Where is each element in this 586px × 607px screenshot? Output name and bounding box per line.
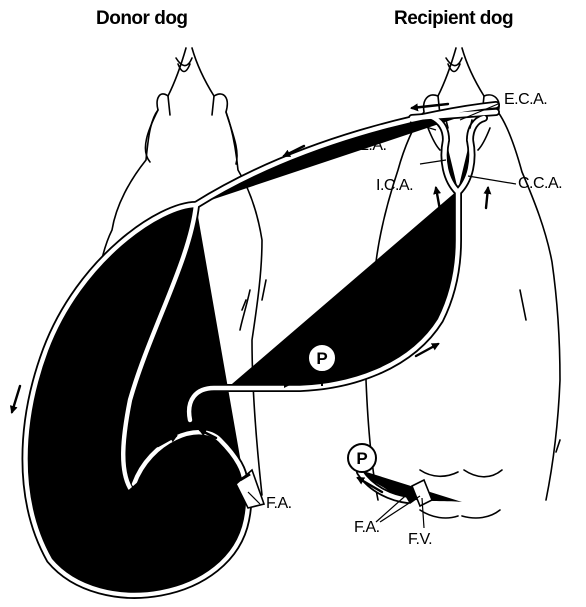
pump-upper-label: P — [316, 349, 327, 368]
label-fa-recipient: F.A. — [354, 520, 380, 536]
flow-arrow-left-outer — [12, 386, 20, 412]
pump-lower: P — [348, 444, 376, 472]
flow-arrow-eca — [412, 104, 448, 108]
label-cca: C.C.A. — [518, 176, 562, 192]
label-la: L.A. — [360, 138, 386, 154]
label-eca: E.C.A. — [504, 92, 547, 108]
recipient-dog-title: Recipient dog — [394, 8, 513, 30]
pump-lower-label: P — [356, 449, 367, 468]
flow-arrow-cca-right — [486, 188, 488, 208]
label-fv-donor: F.V. — [160, 518, 184, 534]
label-fa-donor: F.A. — [266, 496, 292, 512]
label-ica: I.C.A. — [376, 178, 413, 194]
label-fv-recipient: F.V. — [408, 532, 432, 548]
flow-arrow-cca-left — [436, 188, 440, 210]
donor-dog-title: Donor dog — [96, 8, 188, 30]
